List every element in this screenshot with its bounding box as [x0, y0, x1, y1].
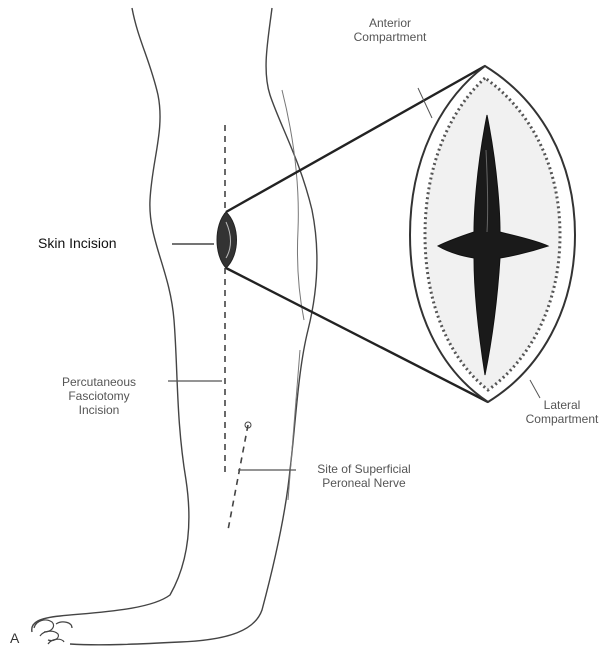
percutaneous-fasciotomy-label: Percutaneous Fasciotomy Incision	[34, 375, 164, 417]
superficial-peroneal-nerve-label: Site of Superficial Peroneal Nerve	[294, 462, 434, 490]
nerve-dashed-line	[228, 425, 248, 530]
toes	[34, 620, 72, 644]
lateral-compartment-label: Lateral Compartment	[510, 398, 614, 426]
skin-incision-label: Skin Incision	[38, 236, 117, 250]
lateral-leader	[530, 380, 540, 398]
skin-incision-small	[217, 212, 237, 268]
figure-letter: A	[10, 630, 19, 646]
leg-outline-left	[32, 8, 189, 632]
knee-contour	[282, 90, 304, 320]
anterior-compartment-label: Anterior Compartment	[330, 16, 450, 44]
leg-outline-right	[70, 8, 317, 645]
